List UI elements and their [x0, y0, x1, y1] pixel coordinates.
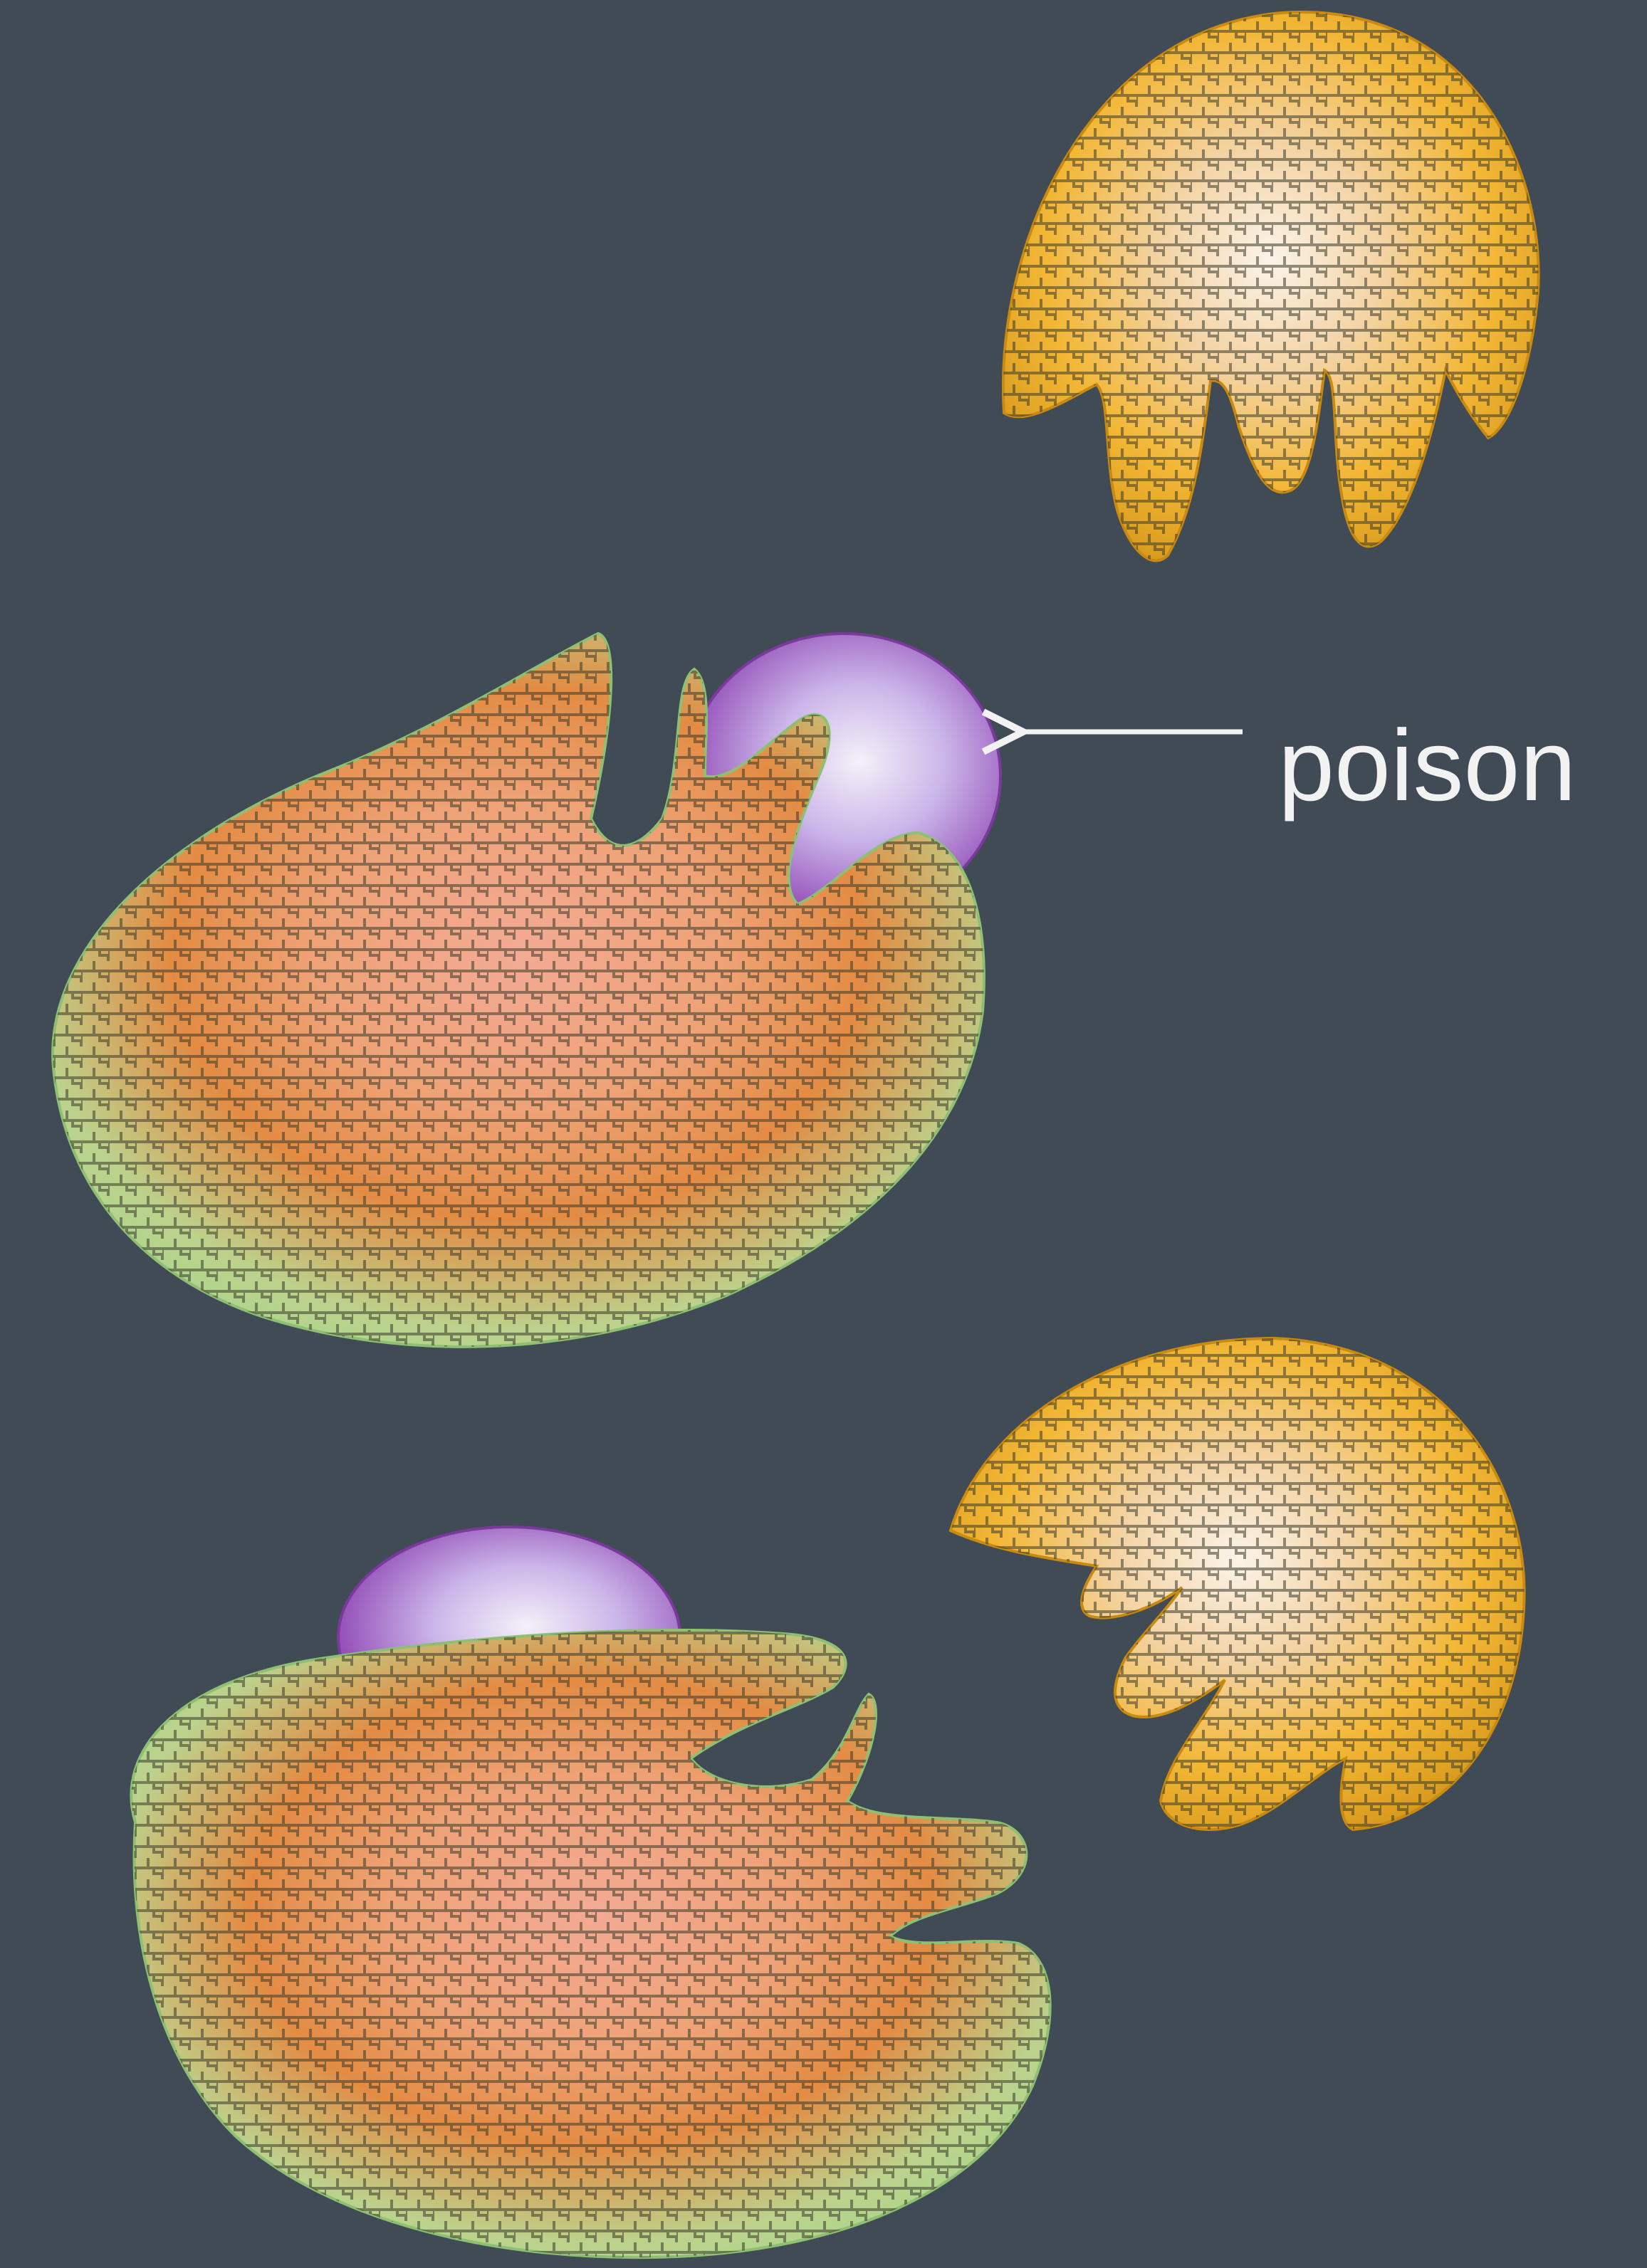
green-enzyme-bottom: [131, 1630, 1050, 2257]
yellow-subunit-top: [1003, 12, 1539, 560]
poison-label: poison: [1278, 715, 1576, 817]
yellow-subunit-bottom: [951, 1338, 1525, 1829]
